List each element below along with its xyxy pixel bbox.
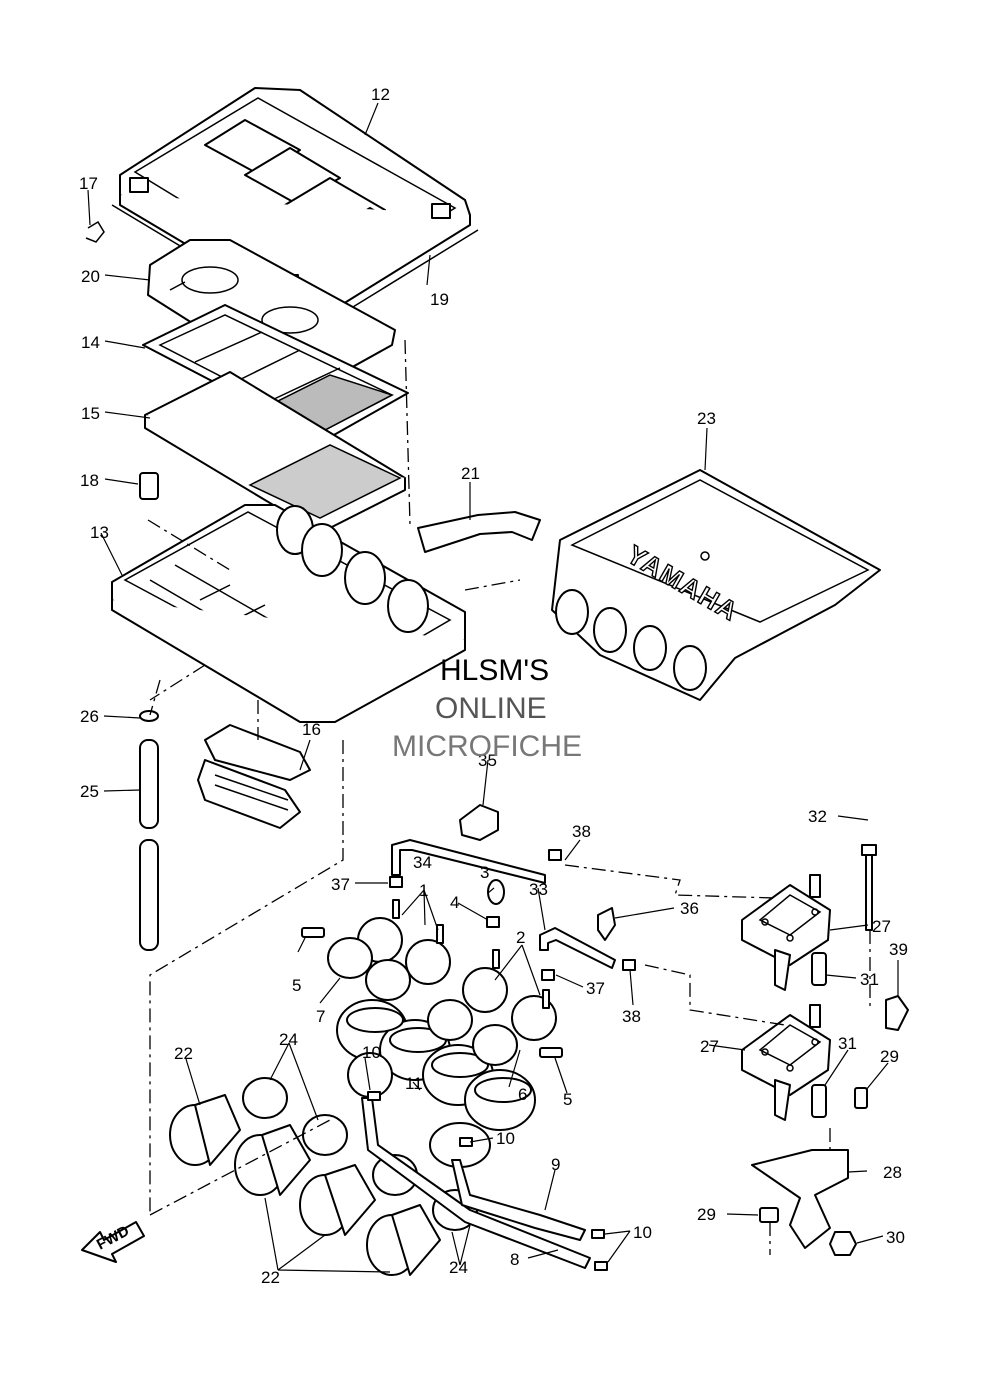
air-cleaner-case	[111, 504, 466, 723]
callout-20: 20	[81, 267, 100, 286]
callout-23: 23	[697, 409, 716, 428]
callout-29-top: 29	[880, 1047, 899, 1066]
holder-35	[459, 804, 499, 841]
vacuum-hoses	[361, 1097, 591, 1269]
callout-6: 6	[518, 1085, 527, 1104]
callout-33: 33	[529, 880, 548, 899]
clip-37-bottom	[541, 969, 555, 981]
watermark: HLSM'S ONLINE MICROFICHE	[392, 654, 582, 763]
callout-9: 9	[551, 1155, 560, 1174]
forward-arrow: FWD	[81, 1221, 145, 1263]
callout-34: 34	[413, 853, 432, 872]
throttle-body-assembly	[336, 999, 536, 1168]
callout-12: 12	[371, 85, 390, 104]
damper	[139, 472, 159, 500]
clip	[85, 220, 105, 243]
callout-36: 36	[680, 899, 699, 918]
callout-7: 7	[316, 1007, 325, 1026]
hose-34	[391, 839, 546, 884]
nut-30	[829, 1231, 857, 1256]
callout-18: 18	[80, 471, 99, 490]
callout-27-top: 27	[872, 917, 891, 936]
callout-31-top: 31	[860, 970, 879, 989]
callout-11: 11	[405, 1074, 423, 1093]
callout-38-top: 38	[572, 822, 591, 841]
watermark-line-2: ONLINE	[435, 692, 547, 725]
watermark-line-1: HLSM'S	[440, 654, 549, 687]
callout-14: 14	[81, 333, 100, 352]
callout-17: 17	[79, 174, 98, 193]
callout-numbers: 12 17 20 19 14 15 23 18 21 13 26 16 25 3…	[79, 85, 908, 1287]
callout-19: 19	[430, 290, 449, 309]
bolt-29-lower	[759, 1207, 779, 1223]
callout-24-bottom: 24	[449, 1258, 468, 1277]
callout-3: 3	[480, 863, 489, 882]
valve-lower	[741, 1004, 831, 1121]
callout-32: 32	[808, 807, 827, 826]
callout-26: 26	[80, 707, 99, 726]
clip-38-bottom	[622, 959, 636, 971]
callout-16: 16	[302, 720, 321, 739]
breather-hose	[417, 511, 541, 553]
cap-3	[487, 879, 505, 905]
callout-21: 21	[461, 464, 480, 483]
valve-upper	[741, 874, 831, 991]
callout-5-right: 5	[563, 1090, 572, 1109]
joint	[197, 724, 311, 829]
callout-1: 1	[419, 881, 428, 900]
leader-lines	[87, 102, 899, 1273]
callout-24-top: 24	[279, 1030, 298, 1049]
clamps-upper	[327, 937, 518, 1066]
air-duct-cover: YAMAHA	[551, 469, 881, 701]
callout-29-bottom: 29	[697, 1205, 716, 1224]
callout-31-bottom: 31	[838, 1034, 857, 1053]
callout-35: 35	[478, 751, 497, 770]
callout-10-top: 10	[362, 1043, 381, 1062]
callout-22-top: 22	[174, 1044, 193, 1063]
bolt-29-upper	[854, 1087, 868, 1109]
intake-joints	[169, 1094, 441, 1276]
callout-30: 30	[886, 1228, 905, 1247]
callout-39: 39	[889, 940, 908, 959]
callout-10-mid: 10	[496, 1129, 515, 1148]
callout-8: 8	[510, 1250, 519, 1269]
clamp-36	[597, 907, 616, 941]
screws	[301, 927, 563, 1058]
collar-31-upper	[811, 952, 827, 986]
callout-22-bottom: 22	[261, 1268, 280, 1287]
cap-4	[486, 916, 500, 928]
callout-37-top: 37	[331, 875, 350, 894]
callout-4: 4	[450, 893, 459, 912]
air-filter-element	[144, 371, 406, 534]
clip-37-top	[389, 876, 403, 888]
callout-13: 13	[90, 523, 109, 542]
bolt-32	[861, 844, 877, 931]
clip-39	[885, 995, 909, 1031]
hose-clip	[139, 710, 159, 722]
callout-25: 25	[80, 782, 99, 801]
callout-2: 2	[516, 928, 525, 947]
callout-37-bottom: 37	[586, 979, 605, 998]
callout-38-bottom: 38	[622, 1007, 641, 1026]
watermark-line-3: MICROFICHE	[392, 730, 582, 763]
collar-31-lower	[811, 1084, 827, 1118]
callout-5-left: 5	[292, 976, 301, 995]
assembly-lines	[147, 339, 871, 1255]
small-clips	[367, 1091, 608, 1271]
drain-hose	[139, 739, 159, 951]
clip-38-top	[548, 849, 562, 861]
callout-10-bottom: 10	[633, 1223, 652, 1242]
callout-28: 28	[883, 1163, 902, 1182]
hose-33	[539, 927, 616, 969]
callout-15: 15	[81, 404, 100, 423]
callout-27-bottom: 27	[700, 1037, 719, 1056]
